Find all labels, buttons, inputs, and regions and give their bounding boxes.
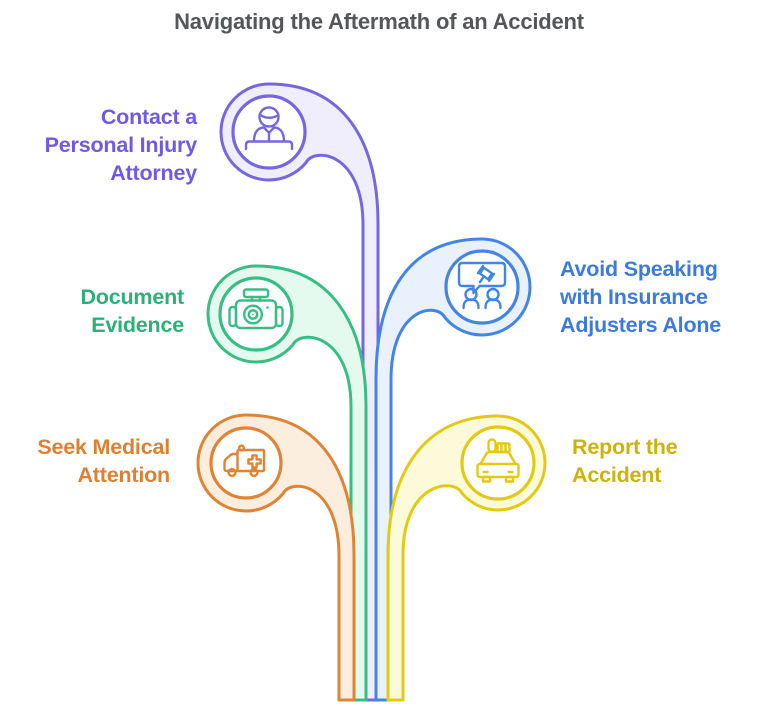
label-line: Accident bbox=[572, 463, 662, 487]
attorney-at-desk-icon-part bbox=[244, 140, 294, 151]
ambulance-icon-part bbox=[227, 467, 237, 478]
label-line: Attention bbox=[77, 463, 170, 487]
label-document-evidence: Document Evidence bbox=[80, 283, 184, 339]
ambulance-icon-part bbox=[249, 467, 259, 478]
people-gavel-speech-icon-part bbox=[478, 266, 494, 281]
label-seek-medical: Seek Medical Attention bbox=[37, 433, 170, 489]
icon-circle-medical bbox=[209, 426, 283, 500]
car-icon-part bbox=[500, 442, 507, 454]
label-line: Adjusters Alone bbox=[560, 313, 722, 337]
people-gavel-speech-icon-part bbox=[484, 298, 502, 310]
label-report-accident: Report the Accident bbox=[572, 433, 678, 489]
attorney-at-desk-icon-part bbox=[258, 106, 280, 128]
label-line: Personal Injury bbox=[44, 133, 198, 157]
label-line: Document bbox=[80, 285, 184, 309]
people-gavel-speech-icon-part bbox=[462, 298, 480, 310]
attorney-at-desk-icon-part bbox=[258, 113, 280, 119]
car-icon-part bbox=[481, 475, 492, 483]
car-icon-part bbox=[476, 462, 520, 479]
car-icon-part bbox=[496, 442, 511, 454]
label-line: Avoid Speaking bbox=[560, 257, 718, 281]
label-line: Evidence bbox=[91, 313, 184, 337]
page-title: Navigating the Aftermath of an Accident bbox=[174, 9, 584, 34]
ambulance-icon bbox=[223, 444, 266, 478]
label-line: Report the bbox=[572, 435, 678, 459]
ambulance-icon-part bbox=[237, 444, 246, 452]
car-icon-part bbox=[487, 438, 497, 454]
attorney-at-desk-icon bbox=[244, 106, 294, 151]
label-line: with Insurance bbox=[560, 285, 708, 309]
ambulance-icon-part bbox=[247, 454, 262, 469]
label-line: Attorney bbox=[110, 161, 197, 185]
camera-icon-part bbox=[242, 304, 264, 325]
people-gavel-speech-icon bbox=[457, 261, 507, 310]
camera-icon-part bbox=[234, 299, 278, 330]
camera-icon bbox=[228, 288, 284, 330]
camera-icon-part bbox=[247, 309, 259, 320]
car-icon bbox=[476, 438, 520, 483]
camera-icon-part bbox=[266, 306, 269, 309]
label-line: Seek Medical bbox=[37, 435, 170, 459]
camera-icon-part bbox=[242, 288, 270, 299]
people-gavel-speech-icon-part bbox=[478, 275, 486, 284]
people-gavel-speech-icon-part bbox=[457, 261, 507, 295]
car-icon-part bbox=[504, 475, 515, 483]
camera-icon-part bbox=[252, 313, 254, 316]
label-avoid-adjusters: Avoid Speaking with Insurance Adjusters … bbox=[560, 255, 721, 339]
label-contact-attorney: Contact a Personal Injury Attorney bbox=[44, 103, 198, 187]
ambulance-icon-part bbox=[223, 452, 239, 473]
label-line: Contact a bbox=[100, 105, 197, 129]
people-gavel-speech-icon-part bbox=[476, 264, 496, 283]
